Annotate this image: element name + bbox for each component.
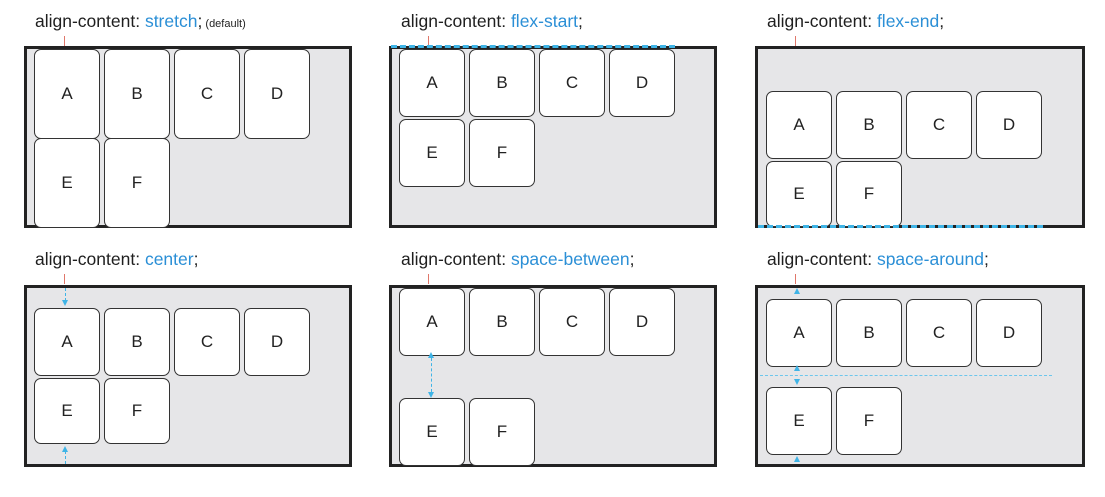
flex-item-e: E bbox=[34, 378, 100, 444]
flex-item-a: A bbox=[399, 49, 465, 117]
caption-flex-end: align-content: flex-end; bbox=[767, 11, 944, 32]
line-midpoint-guide bbox=[760, 375, 1052, 376]
arrow-down-icon bbox=[428, 392, 434, 398]
caption-pointer bbox=[64, 36, 65, 46]
bottom-gap-guide bbox=[65, 451, 66, 464]
flex-item-e: E bbox=[34, 138, 100, 228]
flex-item-f: F bbox=[836, 161, 902, 227]
caption-pointer bbox=[795, 36, 796, 46]
flex-item-c: C bbox=[539, 288, 605, 356]
top-gap-guide bbox=[65, 288, 66, 301]
caption-suffix: ; bbox=[197, 11, 203, 31]
caption-suffix: ; bbox=[939, 11, 945, 31]
caption-prefix: align-content: bbox=[35, 249, 145, 269]
flex-item-b: B bbox=[469, 49, 535, 117]
caption-value: stretch bbox=[144, 11, 198, 31]
caption-prefix: align-content: bbox=[767, 249, 877, 269]
caption-suffix: ; bbox=[193, 249, 199, 269]
flex-container: A B C D E F bbox=[389, 46, 717, 228]
flex-item-d: D bbox=[976, 91, 1042, 159]
flex-item-b: B bbox=[104, 49, 170, 139]
flex-item-f: F bbox=[469, 119, 535, 187]
flex-item-c: C bbox=[906, 91, 972, 159]
flex-container: A B C D E F bbox=[24, 285, 352, 467]
flex-container: A B C D E F bbox=[755, 46, 1085, 228]
caption-prefix: align-content: bbox=[35, 11, 145, 31]
caption-value: flex-end bbox=[876, 11, 940, 31]
caption-value: center bbox=[144, 249, 194, 269]
caption-prefix: align-content: bbox=[767, 11, 877, 31]
caption-suffix: ; bbox=[578, 11, 583, 31]
caption-prefix: align-content: bbox=[401, 11, 511, 31]
caption-value: space-around bbox=[876, 249, 984, 269]
flex-item-f: F bbox=[104, 378, 170, 444]
flex-item-e: E bbox=[766, 161, 832, 227]
caption-value: space-between bbox=[510, 249, 630, 269]
arrow-up-icon bbox=[794, 456, 800, 462]
arrow-down-icon bbox=[62, 300, 68, 306]
caption-space-between: align-content: space-between; bbox=[401, 249, 635, 270]
flex-item-d: D bbox=[609, 49, 675, 117]
caption-pointer bbox=[64, 274, 65, 284]
flex-item-d: D bbox=[244, 308, 310, 376]
flex-container: A B C D E F bbox=[389, 285, 717, 467]
arrow-up-icon bbox=[62, 446, 68, 452]
flex-item-c: C bbox=[906, 299, 972, 367]
between-gap-guide bbox=[431, 358, 432, 392]
flex-container: A B C D E F bbox=[24, 46, 352, 228]
caption-pointer bbox=[428, 36, 429, 46]
caption-note: (default) bbox=[202, 18, 246, 30]
arrow-up-icon bbox=[794, 365, 800, 371]
flex-item-c: C bbox=[539, 49, 605, 117]
flex-item-e: E bbox=[399, 119, 465, 187]
caption-prefix: align-content: bbox=[401, 249, 511, 269]
arrow-down-icon bbox=[794, 379, 800, 385]
flex-container: A B C D E F bbox=[755, 285, 1085, 467]
flex-item-b: B bbox=[836, 299, 902, 367]
flex-item-f: F bbox=[469, 398, 535, 466]
flex-item-e: E bbox=[399, 398, 465, 466]
flex-item-a: A bbox=[399, 288, 465, 356]
flex-item-b: B bbox=[836, 91, 902, 159]
flex-item-c: C bbox=[174, 49, 240, 139]
flex-item-b: B bbox=[469, 288, 535, 356]
caption-suffix: ; bbox=[983, 249, 989, 269]
caption-value: flex-start bbox=[510, 11, 579, 31]
caption-pointer bbox=[428, 274, 429, 284]
flex-item-d: D bbox=[609, 288, 675, 356]
caption-center: align-content: center; bbox=[35, 249, 198, 270]
flex-item-c: C bbox=[174, 308, 240, 376]
flex-item-a: A bbox=[766, 91, 832, 159]
flex-item-a: A bbox=[34, 49, 100, 139]
caption-suffix: ; bbox=[629, 249, 635, 269]
caption-pointer bbox=[795, 274, 796, 284]
flex-item-e: E bbox=[766, 387, 832, 455]
flex-item-f: F bbox=[104, 138, 170, 228]
arrow-up-icon bbox=[428, 352, 434, 358]
flex-item-d: D bbox=[244, 49, 310, 139]
cross-end-guide bbox=[758, 225, 1043, 228]
caption-stretch: align-content: stretch; (default) bbox=[35, 11, 246, 32]
cross-start-guide bbox=[391, 45, 675, 48]
flex-item-d: D bbox=[976, 299, 1042, 367]
caption-flex-start: align-content: flex-start; bbox=[401, 11, 583, 32]
caption-space-around: align-content: space-around; bbox=[767, 249, 989, 270]
flex-item-a: A bbox=[34, 308, 100, 376]
arrow-up-icon bbox=[794, 288, 800, 294]
flex-item-f: F bbox=[836, 387, 902, 455]
flex-item-b: B bbox=[104, 308, 170, 376]
flex-item-a: A bbox=[766, 299, 832, 367]
